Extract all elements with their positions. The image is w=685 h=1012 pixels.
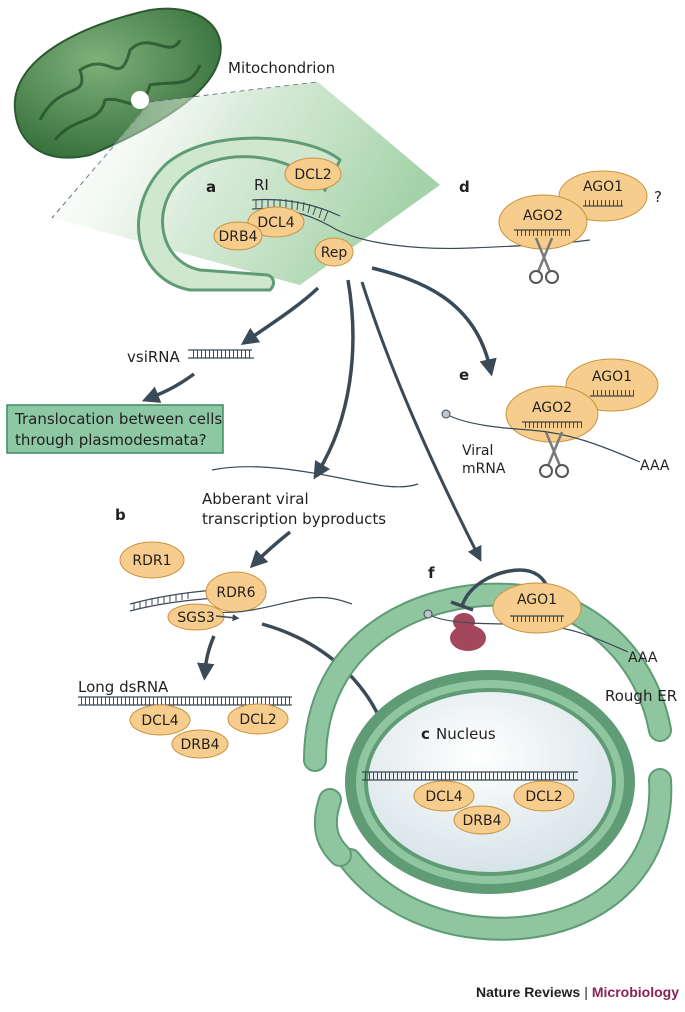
long-dsrna-label: Long dsRNA bbox=[78, 678, 169, 696]
vsirna-label: vsiRNA bbox=[127, 348, 181, 366]
translocation-line-1: Translocation between cells bbox=[14, 410, 222, 428]
arrow-to-translocation bbox=[141, 372, 196, 403]
journal-credit: Nature Reviews|Microbiology bbox=[476, 984, 679, 1000]
arrow-to-vsirna bbox=[240, 286, 320, 345]
cristae bbox=[38, 39, 202, 141]
svg-text:DCL2: DCL2 bbox=[294, 167, 331, 183]
arrow-to-rdr6 bbox=[249, 530, 292, 569]
pore bbox=[131, 91, 149, 109]
mitochondrion-label: Mitochondrion bbox=[228, 59, 335, 77]
protein-dcl4-a: DCL4 bbox=[247, 206, 305, 238]
protein-dcl2-b: DCL2 bbox=[227, 703, 289, 735]
arrow-to-e bbox=[371, 266, 497, 377]
protein-drb4-a: DRB4 bbox=[213, 221, 263, 251]
svg-text:DRB4: DRB4 bbox=[180, 737, 219, 753]
protein-ago2-e: AGO2 bbox=[505, 385, 599, 443]
nuclear-dsrna bbox=[362, 771, 578, 781]
protein-sgs3: SGS3 bbox=[167, 603, 225, 631]
svg-text:RDR1: RDR1 bbox=[132, 553, 171, 569]
mrna-cap-e bbox=[441, 409, 451, 419]
protein-ago2-d: AGO2 bbox=[498, 194, 588, 250]
svg-text:DRB4: DRB4 bbox=[218, 229, 257, 245]
translocation-box bbox=[6, 404, 224, 454]
protein-dcl4-b: DCL4 bbox=[129, 704, 191, 736]
inhibition-arc bbox=[460, 568, 550, 607]
svg-text:AGO2: AGO2 bbox=[523, 208, 563, 224]
svg-text:DCL2: DCL2 bbox=[525, 789, 562, 805]
credit-separator: | bbox=[584, 984, 588, 1000]
question-mark: ? bbox=[654, 188, 662, 206]
svg-text:AGO1: AGO1 bbox=[517, 592, 557, 608]
journal-name: Nature Reviews bbox=[475, 984, 581, 1000]
svg-text:DRB4: DRB4 bbox=[462, 813, 501, 829]
ribosome bbox=[450, 613, 486, 651]
journal-subject: Microbiology bbox=[591, 984, 679, 1000]
svg-text:AGO1: AGO1 bbox=[592, 369, 632, 385]
panel-c: c bbox=[421, 725, 430, 743]
viral-mrna-label-2: mRNA bbox=[462, 461, 506, 477]
protein-ago1-f: AGO1 bbox=[492, 582, 582, 634]
translocation-line-2: through plasmodesmata? bbox=[15, 431, 207, 449]
template-strand-b bbox=[214, 596, 353, 614]
scissors-icon-d bbox=[529, 237, 559, 284]
panel-f: f bbox=[428, 564, 435, 582]
protein-drb4-b: DRB4 bbox=[171, 729, 229, 759]
arrow-to-abberant bbox=[313, 279, 355, 480]
svg-text:Rep: Rep bbox=[321, 245, 348, 261]
panel-d: d bbox=[459, 178, 470, 196]
panel-a: a bbox=[206, 178, 216, 196]
vsirna-duplex bbox=[188, 349, 254, 359]
svg-text:DCL4: DCL4 bbox=[257, 215, 294, 231]
protein-rdr1: RDR1 bbox=[119, 541, 185, 579]
viral-mrna-strand-e bbox=[449, 415, 641, 463]
nucleus-label: Nucleus bbox=[436, 725, 496, 743]
protein-dcl2-a: DCL2 bbox=[284, 157, 342, 191]
panel-b: b bbox=[115, 506, 126, 524]
abberant-strand bbox=[211, 466, 419, 488]
protein-dcl4-c: DCL4 bbox=[413, 780, 475, 812]
inhibition-bar bbox=[450, 600, 474, 612]
viral-mrna-label-1: Viral bbox=[462, 443, 493, 459]
rna-silencing-diagram: Mitochondrion a RI DCL2 DCL4 DRB4 Rep d … bbox=[6, 7, 677, 941]
svg-text:DCL4: DCL4 bbox=[425, 789, 462, 805]
arrow-to-f bbox=[360, 281, 482, 562]
abberant-label-1: Abberant viral bbox=[202, 490, 309, 508]
ri-label: RI bbox=[254, 176, 269, 194]
scissors-icon-e bbox=[539, 431, 569, 478]
protein-drb4-c: DRB4 bbox=[453, 805, 511, 835]
protein-dcl2-c: DCL2 bbox=[513, 780, 575, 812]
svg-text:DCL2: DCL2 bbox=[239, 712, 276, 728]
mitochondrion bbox=[13, 7, 222, 159]
svg-text:DCL4: DCL4 bbox=[141, 713, 178, 729]
rough-er-label: Rough ER bbox=[605, 687, 677, 705]
protein-rdr6: RDR6 bbox=[205, 571, 267, 613]
svg-text:SGS3: SGS3 bbox=[177, 610, 215, 626]
svg-text:RDR6: RDR6 bbox=[216, 585, 255, 601]
nucleus-interior bbox=[368, 692, 612, 872]
inner-membrane bbox=[137, 136, 342, 292]
panel-e: e bbox=[459, 366, 469, 384]
arrow-to-long-dsrna bbox=[197, 635, 216, 681]
polymerase-direction-arrow bbox=[215, 614, 240, 622]
svg-text:AGO2: AGO2 bbox=[532, 400, 572, 416]
protein-rep-a: Rep bbox=[314, 237, 354, 267]
svg-text:AGO1: AGO1 bbox=[583, 179, 623, 195]
aaa-label-f: AAA bbox=[628, 650, 658, 666]
abberant-label-2: transcription byproducts bbox=[202, 510, 386, 528]
aaa-label-e: AAA bbox=[640, 458, 670, 474]
mrna-cap-f bbox=[423, 609, 433, 619]
